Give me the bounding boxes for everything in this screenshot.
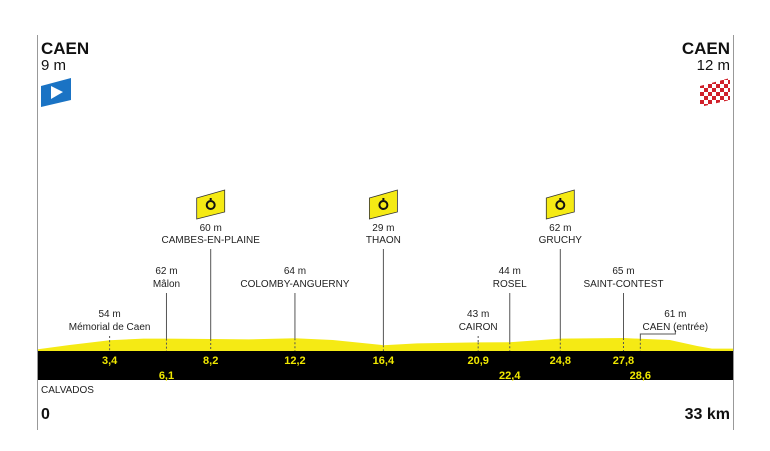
waypoint-elevation: 65 m (612, 266, 634, 277)
waypoint-name: CAEN (entrée) (643, 322, 709, 333)
km-marker-label: 27,8 (613, 355, 634, 367)
waypoint-line (639, 330, 676, 339)
waypoint-elevation: 29 m (372, 223, 394, 234)
start-elevation: 9 m (41, 57, 66, 74)
km-marker-label: 22,4 (499, 370, 521, 382)
waypoint-8: 65 m SAINT-CONTEST (583, 266, 663, 351)
waypoint-name: ROSEL (493, 279, 527, 290)
waypoint-9: 61 m CAEN (entrée) (639, 309, 709, 351)
waypoint-name: COLOMBY-ANGUERNY (240, 279, 349, 290)
km-marker-label: 24,8 (550, 355, 571, 367)
km-marker-label: 8,2 (203, 355, 218, 367)
waypoint-elevation: 60 m (200, 223, 222, 234)
waypoint-0: 54 m Mémorial de Caen (69, 309, 151, 351)
sprint-stopwatch-icon (196, 189, 226, 220)
km-marker-label: 16,4 (373, 355, 395, 367)
sprint-stopwatch-icon (545, 189, 575, 220)
km-band (38, 351, 733, 380)
waypoint-name: THAON (366, 235, 401, 246)
waypoint-5: 43 m CAIRON (459, 309, 498, 351)
waypoint-name: Mâlon (153, 279, 180, 290)
waypoint-elevation: 62 m (549, 223, 571, 234)
finish-elevation: 12 m (697, 57, 730, 74)
km-marker-label: 3,4 (102, 355, 118, 367)
waypoint-name: GRUCHY (539, 235, 583, 246)
km-marker-label: 12,2 (284, 355, 305, 367)
km-marker-label: 6,1 (159, 370, 174, 382)
waypoint-elevation: 44 m (499, 266, 521, 277)
km-marker-label: 20,9 (467, 355, 488, 367)
finish-flag-icon (700, 78, 730, 107)
start-city: CAEN (41, 39, 89, 58)
distance-start: 0 (41, 406, 50, 423)
start-flag-icon (41, 78, 71, 107)
waypoint-3: 64 m COLOMBY-ANGUERNY (240, 266, 350, 351)
waypoint-6: 44 m ROSEL (493, 266, 527, 351)
waypoint-elevation: 64 m (284, 266, 306, 277)
waypoint-elevation: 54 m (98, 309, 120, 320)
waypoint-elevation: 43 m (467, 309, 489, 320)
km-marker-label: 28,6 (630, 370, 651, 382)
distance-end: 33 km (685, 406, 730, 423)
waypoint-1: 62 m Mâlon (153, 266, 180, 351)
waypoint-name: CAIRON (459, 322, 498, 333)
waypoint-name: SAINT-CONTEST (583, 279, 663, 290)
region-label: CALVADOS (41, 385, 94, 396)
waypoint-name: Mémorial de Caen (69, 322, 151, 333)
waypoint-name: CAMBES-EN-PLAINE (162, 235, 261, 246)
waypoint-elevation: 62 m (155, 266, 177, 277)
elevation-profile-area (38, 338, 733, 351)
finish-city: CAEN (682, 39, 730, 58)
sprint-stopwatch-icon (368, 189, 398, 220)
waypoint-elevation: 61 m (664, 309, 686, 320)
